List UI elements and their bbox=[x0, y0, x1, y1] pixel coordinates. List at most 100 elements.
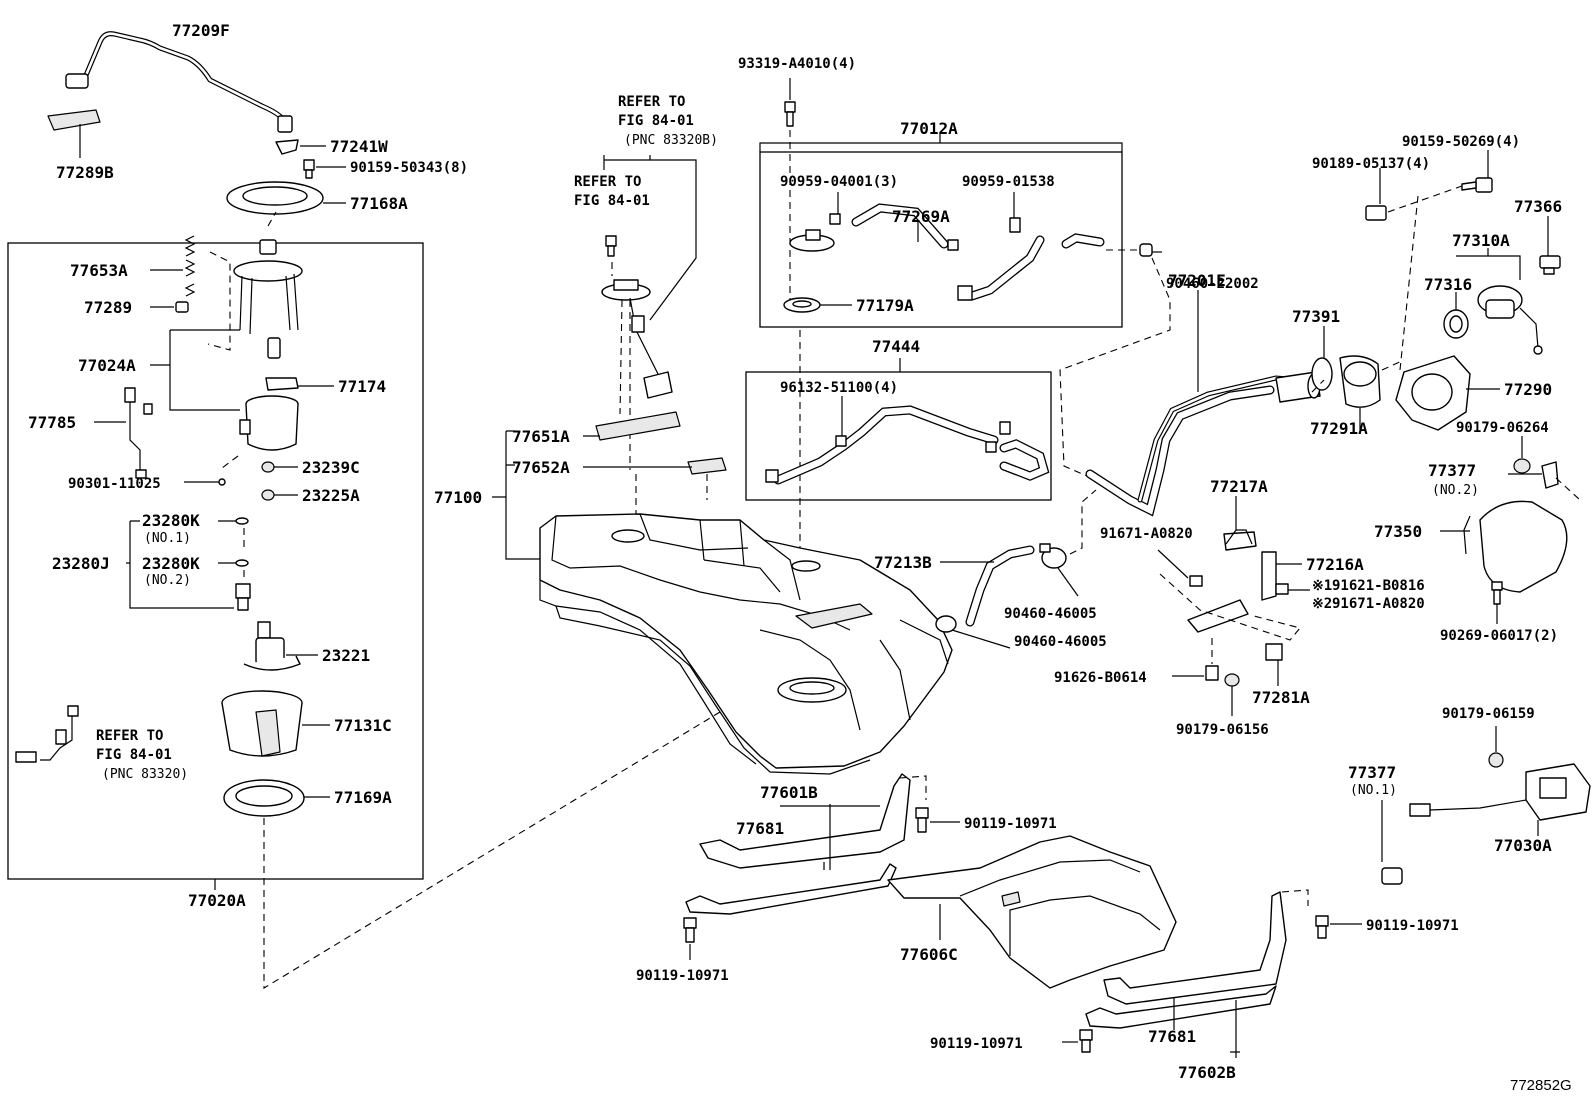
nut-90179-06159 bbox=[1488, 752, 1504, 768]
label-77030A: 77030A bbox=[1494, 836, 1552, 855]
clip-77174 bbox=[265, 377, 299, 391]
screw-90269-06017 bbox=[1491, 581, 1503, 605]
label-90179-06156: 90179-06156 bbox=[1176, 722, 1269, 738]
clip-77241W bbox=[275, 139, 299, 155]
gasket-77391 bbox=[1311, 357, 1333, 391]
bolt-90119-c bbox=[1315, 915, 1329, 939]
label-no1: (NO.1) bbox=[144, 531, 191, 546]
label-mark2: ※2 bbox=[1312, 596, 1332, 612]
label-23221: 23221 bbox=[322, 646, 370, 665]
label-no2-b: (NO.2) bbox=[1432, 483, 1479, 498]
label-91626-B0614: 91626-B0614 bbox=[1054, 670, 1147, 686]
label-90119-10971-b: 90119-10971 bbox=[964, 816, 1057, 832]
gasket-ring-77168A bbox=[226, 181, 324, 215]
refer-top-l1: REFER TO bbox=[618, 94, 685, 110]
bolt-90119-d bbox=[1079, 1029, 1093, 1053]
filler-opening-panel-77290 bbox=[1395, 355, 1471, 431]
refer-left-l2: FIG 84-01 bbox=[96, 747, 172, 763]
fuel-tank-77100 bbox=[539, 513, 953, 775]
vent-hose-box-77012A bbox=[759, 151, 1123, 328]
spring-77653A bbox=[184, 235, 196, 297]
label-23239C: 23239C bbox=[302, 458, 360, 477]
label-96132-51100: 96132-51100(4) bbox=[780, 380, 898, 396]
label-23280J: 23280J bbox=[52, 554, 110, 573]
fuel-sender-gauge bbox=[15, 705, 79, 763]
label-23225A: 23225A bbox=[302, 486, 360, 505]
label-90159-50269: 90159-50269(4) bbox=[1402, 134, 1520, 150]
label-90119-10971-c: 90119-10971 bbox=[1366, 918, 1459, 934]
label-77606C: 77606C bbox=[900, 945, 958, 964]
fuel-tube-77209F bbox=[65, 31, 293, 133]
refer-left-l3: (PNC 83320) bbox=[102, 767, 188, 782]
label-90959-01538: 90959-01538 bbox=[962, 174, 1055, 190]
label-77377-no1: 77377 bbox=[1348, 763, 1396, 782]
bracket-77216A bbox=[1187, 551, 1277, 633]
o-ring-90301-11025 bbox=[218, 478, 226, 486]
fuel-door-77350 bbox=[1463, 500, 1568, 593]
label-77012A: 77012A bbox=[900, 119, 958, 138]
label-77217A: 77217A bbox=[1210, 477, 1268, 496]
clamp-77217A bbox=[1223, 529, 1257, 551]
heat-shield-77606C bbox=[887, 835, 1177, 989]
label-90959-04001: 90959-04001(3) bbox=[780, 174, 898, 190]
label-90189-05137: 90189-05137(4) bbox=[1312, 156, 1430, 172]
label-90460-22002: 90460-22002 bbox=[1166, 276, 1259, 292]
label-77602B: 77602B bbox=[1178, 1063, 1236, 1082]
label-77310A: 77310A bbox=[1452, 231, 1510, 250]
label-77366: 77366 bbox=[1514, 197, 1562, 216]
clip-90189-05137 bbox=[1365, 205, 1387, 221]
label-77201E: 77201E bbox=[1168, 271, 1226, 290]
fuel-pump-23221 bbox=[243, 621, 301, 671]
label-77652A: 77652A bbox=[512, 458, 570, 477]
o-ring-23225A bbox=[261, 489, 275, 501]
label-mark1: ※1 bbox=[1312, 578, 1332, 594]
label-no2: (NO.2) bbox=[144, 573, 191, 588]
label-77174: 77174 bbox=[338, 377, 386, 396]
label-77601B: 77601B bbox=[760, 783, 818, 802]
wire-harness-77785 bbox=[124, 387, 153, 479]
clamp-90460-22002 bbox=[1139, 243, 1153, 257]
nut-77289 bbox=[175, 301, 189, 313]
label-23280K-no2: 23280K bbox=[142, 554, 200, 573]
label-77290: 77290 bbox=[1504, 380, 1552, 399]
refer-mid-l1: REFER TO bbox=[574, 174, 641, 190]
label-77131C: 77131C bbox=[334, 716, 392, 735]
label-91671-A0820-a: 91671-A0820 bbox=[1100, 526, 1193, 542]
label-77350: 77350 bbox=[1374, 522, 1422, 541]
label-90301-11025: 90301-11025 bbox=[68, 476, 161, 492]
label-90159-50343: 90159-50343(8) bbox=[350, 160, 468, 176]
label-90460-46005-a: 90460-46005 bbox=[1004, 606, 1097, 622]
sub-tank-cup-77131C bbox=[221, 690, 303, 757]
refer-top-l3: (PNC 83320B) bbox=[624, 133, 718, 148]
label-77651A: 77651A bbox=[512, 427, 570, 446]
label-77169A: 77169A bbox=[334, 788, 392, 807]
fuel-cap-77310A bbox=[1477, 285, 1543, 355]
label-90179-06159: 90179-06159 bbox=[1442, 706, 1535, 722]
label-77444: 77444 bbox=[872, 337, 920, 356]
label-77653A: 77653A bbox=[70, 261, 128, 280]
label-90119-10971-a: 90119-10971 bbox=[636, 968, 729, 984]
filler-neck-77291A bbox=[1339, 355, 1381, 408]
label-77269A: 77269A bbox=[892, 207, 950, 226]
label-77785: 77785 bbox=[28, 413, 76, 432]
filler-pipe-77201E bbox=[1085, 371, 1321, 517]
label-90179-06264: 90179-06264 bbox=[1456, 420, 1549, 436]
o-ring-23280K-no1 bbox=[235, 517, 249, 525]
label-77168A: 77168A bbox=[350, 194, 408, 213]
label-77020A: 77020A bbox=[188, 891, 246, 910]
refer-left-l1: REFER TO bbox=[96, 728, 163, 744]
o-ring-23239C bbox=[261, 461, 275, 473]
fuel-pump-connector bbox=[235, 583, 251, 611]
label-77213B: 77213B bbox=[874, 553, 932, 572]
label-77209F: 77209F bbox=[172, 21, 230, 40]
gasket-77179A bbox=[783, 297, 821, 313]
vent-hose-77269A bbox=[851, 203, 1105, 301]
bolt-91671-A0820 bbox=[1189, 575, 1203, 587]
vent-hose-box-77444 bbox=[745, 371, 1052, 501]
cushion-77652A bbox=[687, 457, 727, 475]
label-no1-b: (NO.1) bbox=[1350, 783, 1397, 798]
label-90460-46005-b: 90460-46005 bbox=[1014, 634, 1107, 650]
label-77289B: 77289B bbox=[56, 163, 114, 182]
